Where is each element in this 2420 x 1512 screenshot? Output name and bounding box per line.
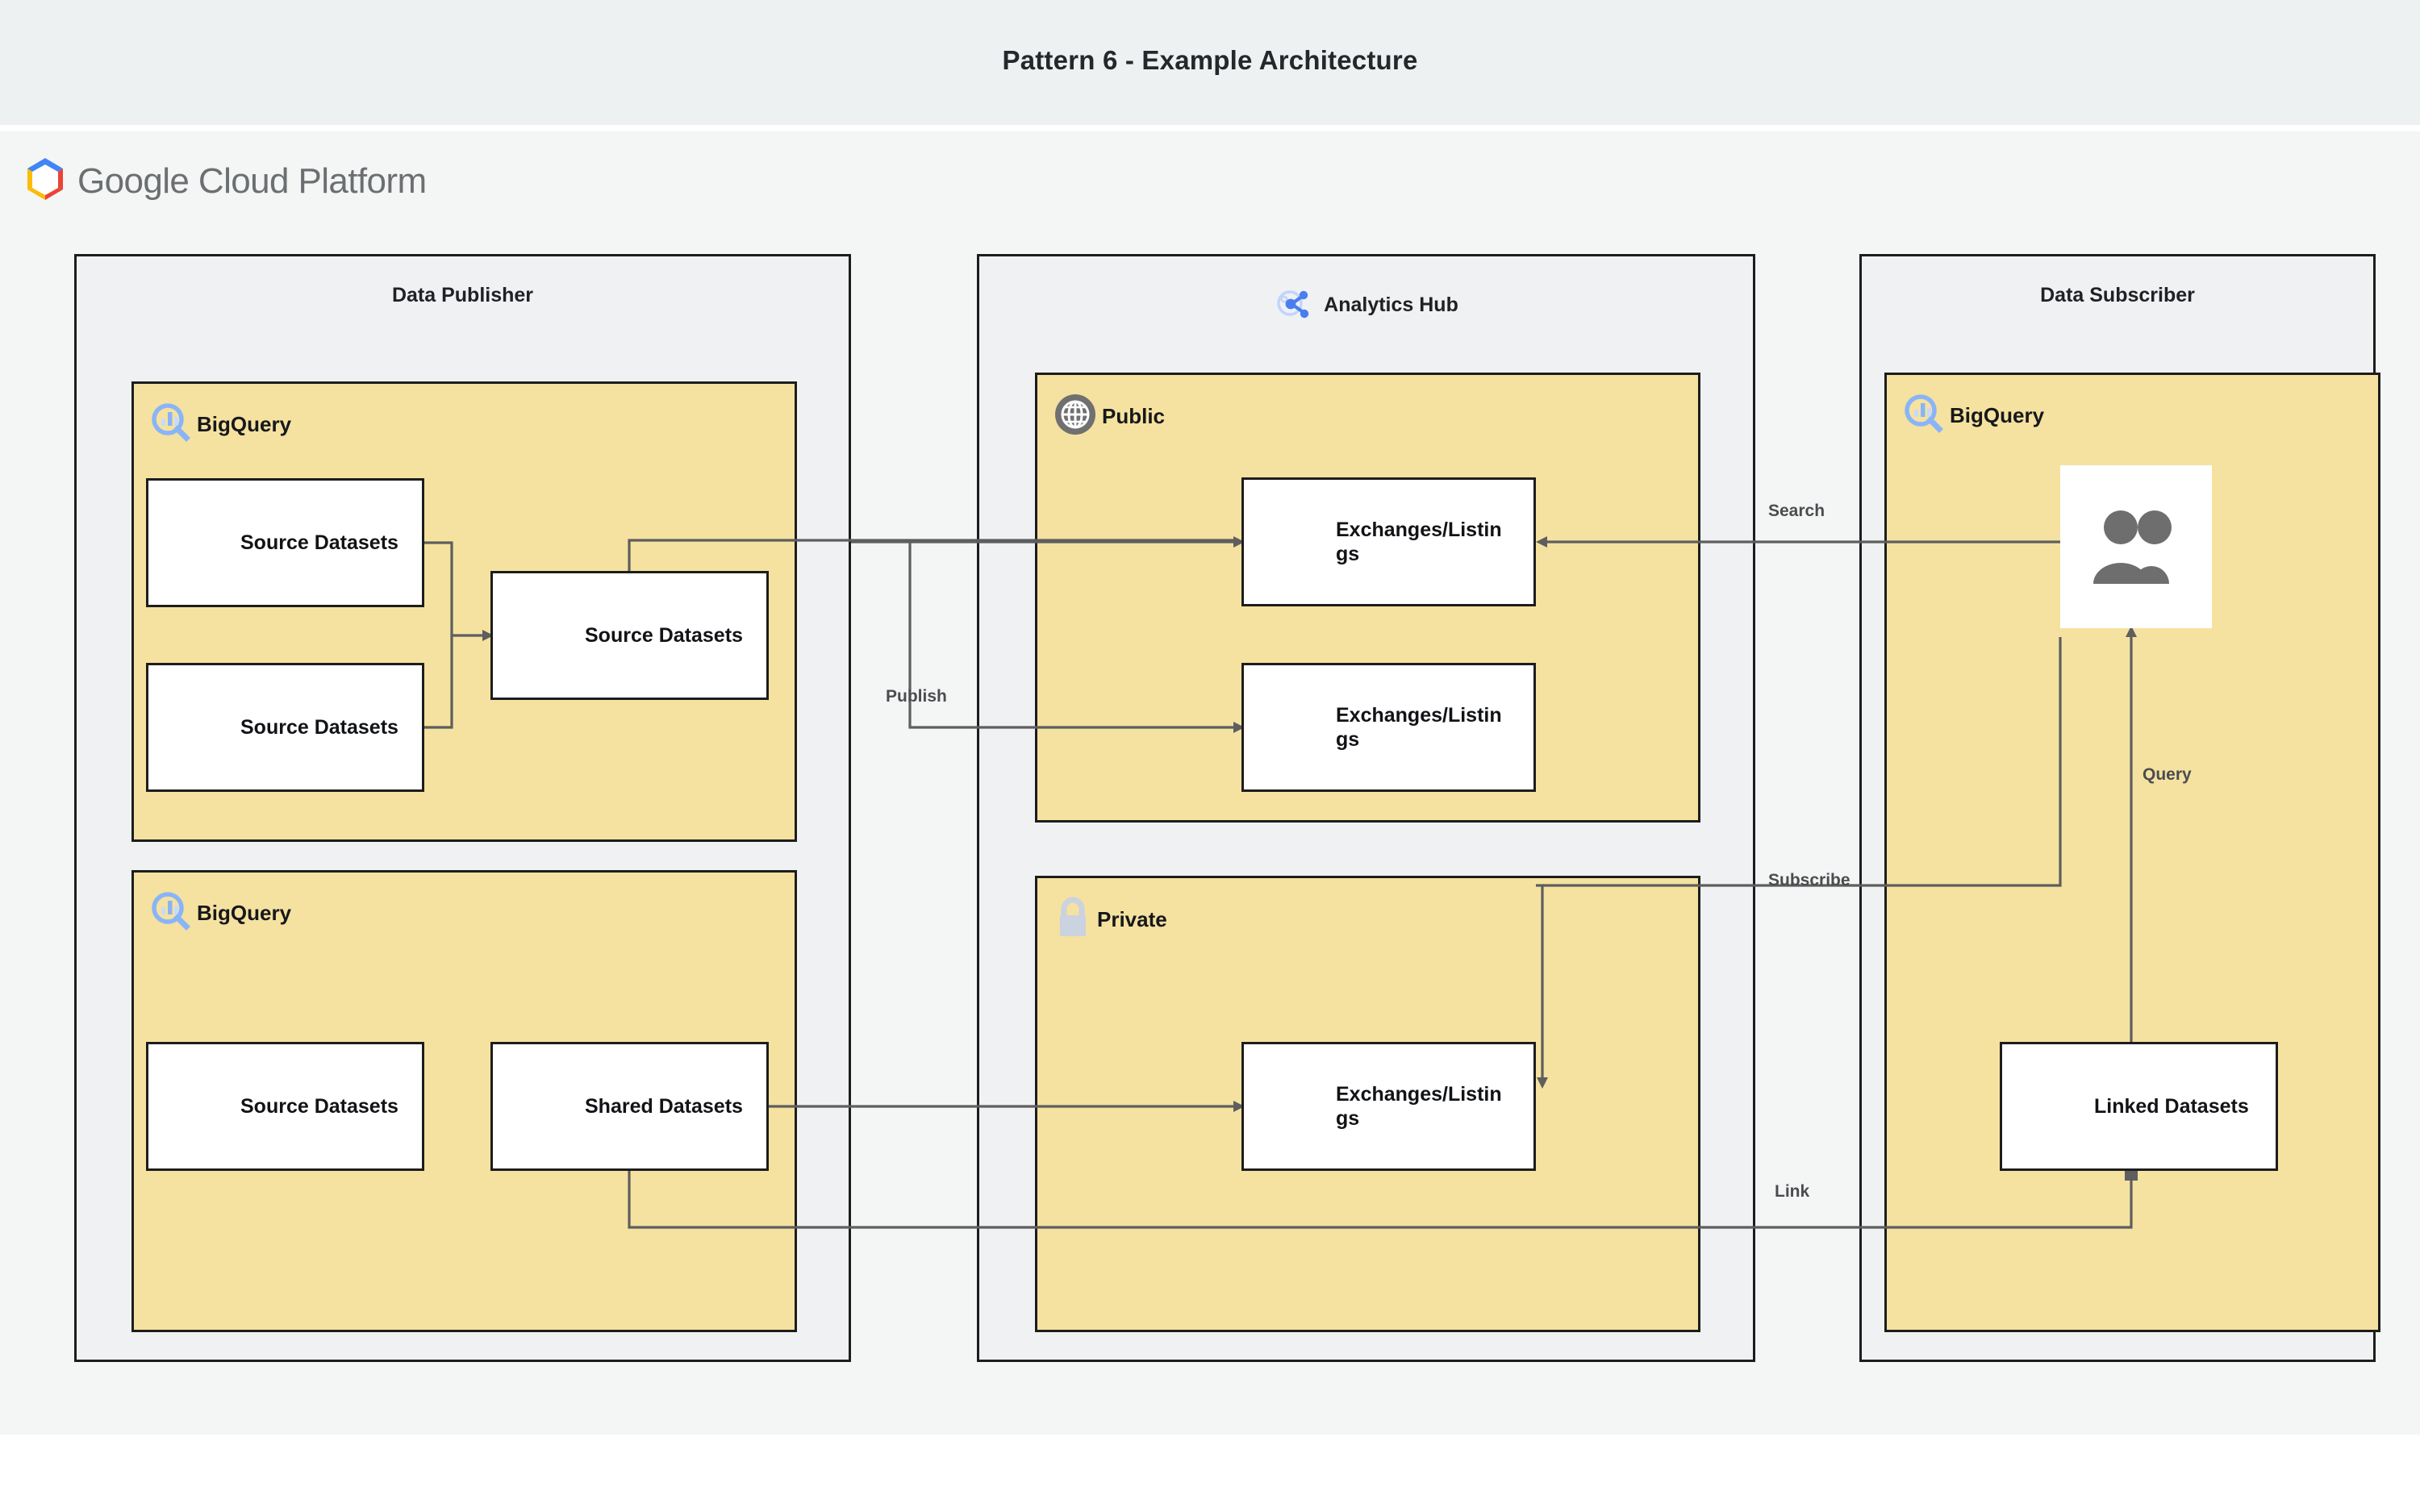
- gcp-wordmark: Google Cloud Platform: [77, 161, 427, 201]
- node-subscriber-users: [2060, 465, 2212, 628]
- group-hub-private-label: Private: [1054, 896, 1167, 943]
- zone-subscriber-header: Data Subscriber: [1862, 284, 2373, 307]
- node-label: Linked Datasets: [2094, 1094, 2249, 1118]
- node-label: Source Datasets: [240, 1094, 398, 1118]
- edge-label-link: Link: [1775, 1182, 1810, 1201]
- node-linked-datasets: Linked Datasets: [2000, 1042, 2278, 1171]
- node-exchanges-listings-public-2: Exchanges/Listings: [1241, 663, 1536, 792]
- node-source-datasets-a: Source Datasets: [146, 478, 424, 607]
- zone-publisher-header: Data Publisher: [77, 284, 849, 307]
- lock-icon: [1054, 896, 1092, 943]
- zone-subscriber-title: Data Subscriber: [2040, 284, 2195, 306]
- group-label-text: Private: [1097, 907, 1167, 931]
- node-exchanges-listings-private: Exchanges/Listings: [1241, 1042, 1536, 1171]
- group-label-text: BigQuery: [197, 901, 292, 925]
- node-label: Exchanges/Listings: [1336, 1082, 1502, 1131]
- group-label-text: Public: [1102, 404, 1166, 428]
- zone-hub-header: Analytics Hub: [979, 284, 1753, 327]
- node-shared-datasets: Shared Datasets: [490, 1042, 769, 1171]
- bigquery-icon: [1903, 393, 1945, 439]
- zone-hub-title: Analytics Hub: [1324, 294, 1458, 316]
- node-label: Source Datasets: [585, 623, 743, 647]
- google-cloud-platform-logo: Google Cloud Platform: [23, 147, 474, 216]
- bigquery-icon: [150, 890, 192, 936]
- title-band: Pattern 6 - Example Architecture: [0, 0, 2420, 125]
- edge-label-subscribe: Subscribe: [1768, 871, 1850, 889]
- group-hub-public-label: Public: [1054, 393, 1165, 440]
- edge-label-publish: Publish: [886, 687, 947, 706]
- node-label: Exchanges/Listings: [1336, 518, 1502, 566]
- edge-label-query: Query: [2143, 765, 2192, 784]
- analytics-hub-icon: [1274, 284, 1312, 327]
- group-publisher-bigquery-top-label: BigQuery: [150, 402, 291, 448]
- users-icon: [2084, 506, 2188, 588]
- node-source-datasets-b: Source Datasets: [146, 663, 424, 792]
- globe-icon: [1054, 393, 1097, 440]
- zone-publisher-title: Data Publisher: [391, 284, 534, 306]
- node-label: Shared Datasets: [585, 1094, 743, 1118]
- group-publisher-bigquery-bottom-label: BigQuery: [150, 890, 291, 936]
- page-title: Pattern 6 - Example Architecture: [1002, 45, 1418, 75]
- node-label: Source Datasets: [240, 531, 398, 554]
- node-source-datasets-d: Source Datasets: [146, 1042, 424, 1171]
- edge-label-search: Search: [1768, 502, 1825, 520]
- bigquery-icon: [150, 402, 192, 448]
- node-label: Source Datasets: [240, 715, 398, 739]
- group-label-text: BigQuery: [197, 412, 292, 436]
- node-label: Exchanges/Listings: [1336, 703, 1502, 752]
- group-subscriber-bigquery-label: BigQuery: [1903, 393, 2044, 439]
- gcp-hexagon-icon: [23, 156, 68, 206]
- node-exchanges-listings-public-1: Exchanges/Listings: [1241, 477, 1536, 606]
- node-source-datasets-c: Source Datasets: [490, 571, 769, 700]
- group-label-text: BigQuery: [1950, 403, 2045, 427]
